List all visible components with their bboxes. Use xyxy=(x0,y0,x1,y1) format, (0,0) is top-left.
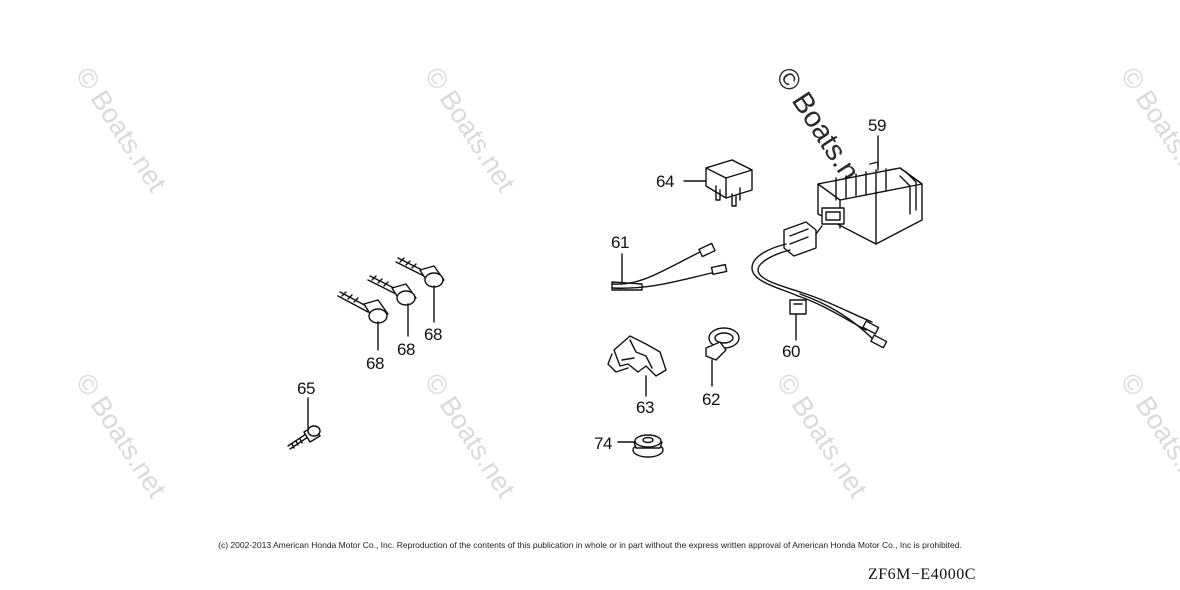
drawing-code: ZF6M−E4000C xyxy=(868,566,976,583)
callout-68-right: 68 xyxy=(424,325,442,344)
copyright-notice: (c) 2002-2013 American Honda Motor Co., … xyxy=(218,540,962,550)
flange-bolt-part[interactable] xyxy=(337,257,445,351)
band-clip-part[interactable] xyxy=(705,327,740,387)
callout-68-middle: 68 xyxy=(397,340,415,359)
flange-nut-part[interactable] xyxy=(617,434,664,458)
callout-59: 59 xyxy=(868,116,886,135)
regulator-rectifier-part[interactable] xyxy=(817,135,923,245)
wire-lead-part[interactable] xyxy=(611,242,728,291)
callout-61: 61 xyxy=(611,233,629,252)
callout-74: 74 xyxy=(594,434,612,453)
small-bolt-part[interactable] xyxy=(287,397,321,450)
callout-64: 64 xyxy=(656,172,674,191)
callout-60: 60 xyxy=(782,342,800,361)
holder-clip-part[interactable] xyxy=(607,335,667,397)
wire-harness-part[interactable] xyxy=(751,221,888,349)
callout-65: 65 xyxy=(297,379,315,398)
callout-62: 62 xyxy=(702,390,720,409)
callout-68-left: 68 xyxy=(366,354,384,373)
callout-63: 63 xyxy=(636,398,654,417)
relay-part[interactable] xyxy=(683,159,753,207)
